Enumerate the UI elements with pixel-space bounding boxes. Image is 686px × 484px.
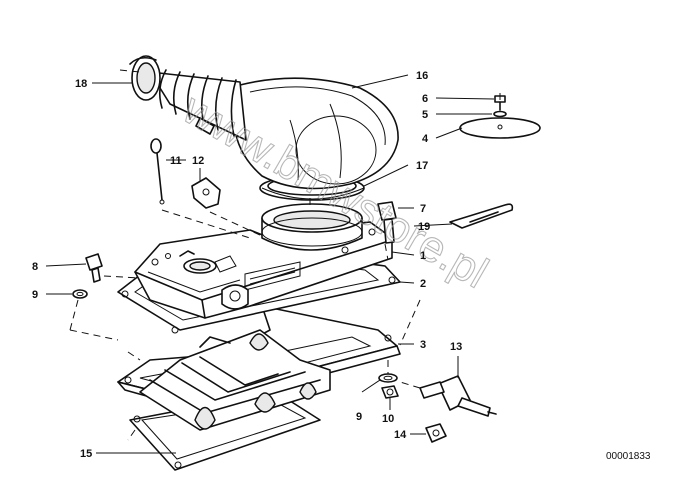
part-9-washer-left bbox=[72, 289, 88, 299]
callout-3: 3 bbox=[420, 339, 426, 351]
lower-housing bbox=[139, 329, 331, 431]
callout-12: 12 bbox=[192, 155, 204, 167]
callout-6: 6 bbox=[422, 93, 428, 105]
part-7-bolt bbox=[377, 201, 397, 244]
part-12-bracket bbox=[191, 177, 221, 209]
part-19-spring-clip bbox=[449, 203, 514, 229]
part-10-nut bbox=[381, 385, 399, 399]
callout-10: 10 bbox=[382, 413, 394, 425]
part-13-rubber-mount bbox=[419, 375, 497, 417]
callout-14: 14 bbox=[394, 429, 407, 441]
part-8-bolt bbox=[85, 253, 103, 283]
callout-16: 16 bbox=[416, 70, 428, 82]
callout-9-left: 9 bbox=[32, 289, 38, 301]
callout-2: 2 bbox=[420, 278, 426, 290]
callout-18: 18 bbox=[75, 78, 87, 90]
callout-5: 5 bbox=[422, 109, 428, 121]
callout-labels: 18 16 6 5 4 11 12 17 7 19 1 8 2 9 3 13 9… bbox=[32, 70, 462, 460]
part-14-nut bbox=[425, 423, 447, 443]
callout-15: 15 bbox=[80, 448, 92, 460]
part-11-clip bbox=[150, 138, 165, 205]
callout-13: 13 bbox=[450, 341, 462, 353]
part-18-bellows bbox=[129, 55, 247, 141]
leader-lines bbox=[45, 74, 495, 454]
part-5-washer bbox=[493, 110, 507, 118]
callout-4: 4 bbox=[422, 133, 429, 145]
part-4-cover-plate bbox=[459, 117, 541, 139]
drawing-code: 00001833 bbox=[606, 451, 651, 462]
callout-17: 17 bbox=[416, 160, 428, 172]
callout-19: 19 bbox=[418, 221, 430, 233]
callout-9-right: 9 bbox=[356, 411, 362, 423]
callout-7: 7 bbox=[420, 203, 426, 215]
part-9-washer-right bbox=[378, 373, 398, 383]
assembly-lines bbox=[69, 69, 501, 441]
callout-1: 1 bbox=[420, 250, 426, 262]
callout-8: 8 bbox=[32, 261, 38, 273]
callout-11: 11 bbox=[170, 155, 182, 167]
air-inlet-flange bbox=[261, 203, 363, 251]
